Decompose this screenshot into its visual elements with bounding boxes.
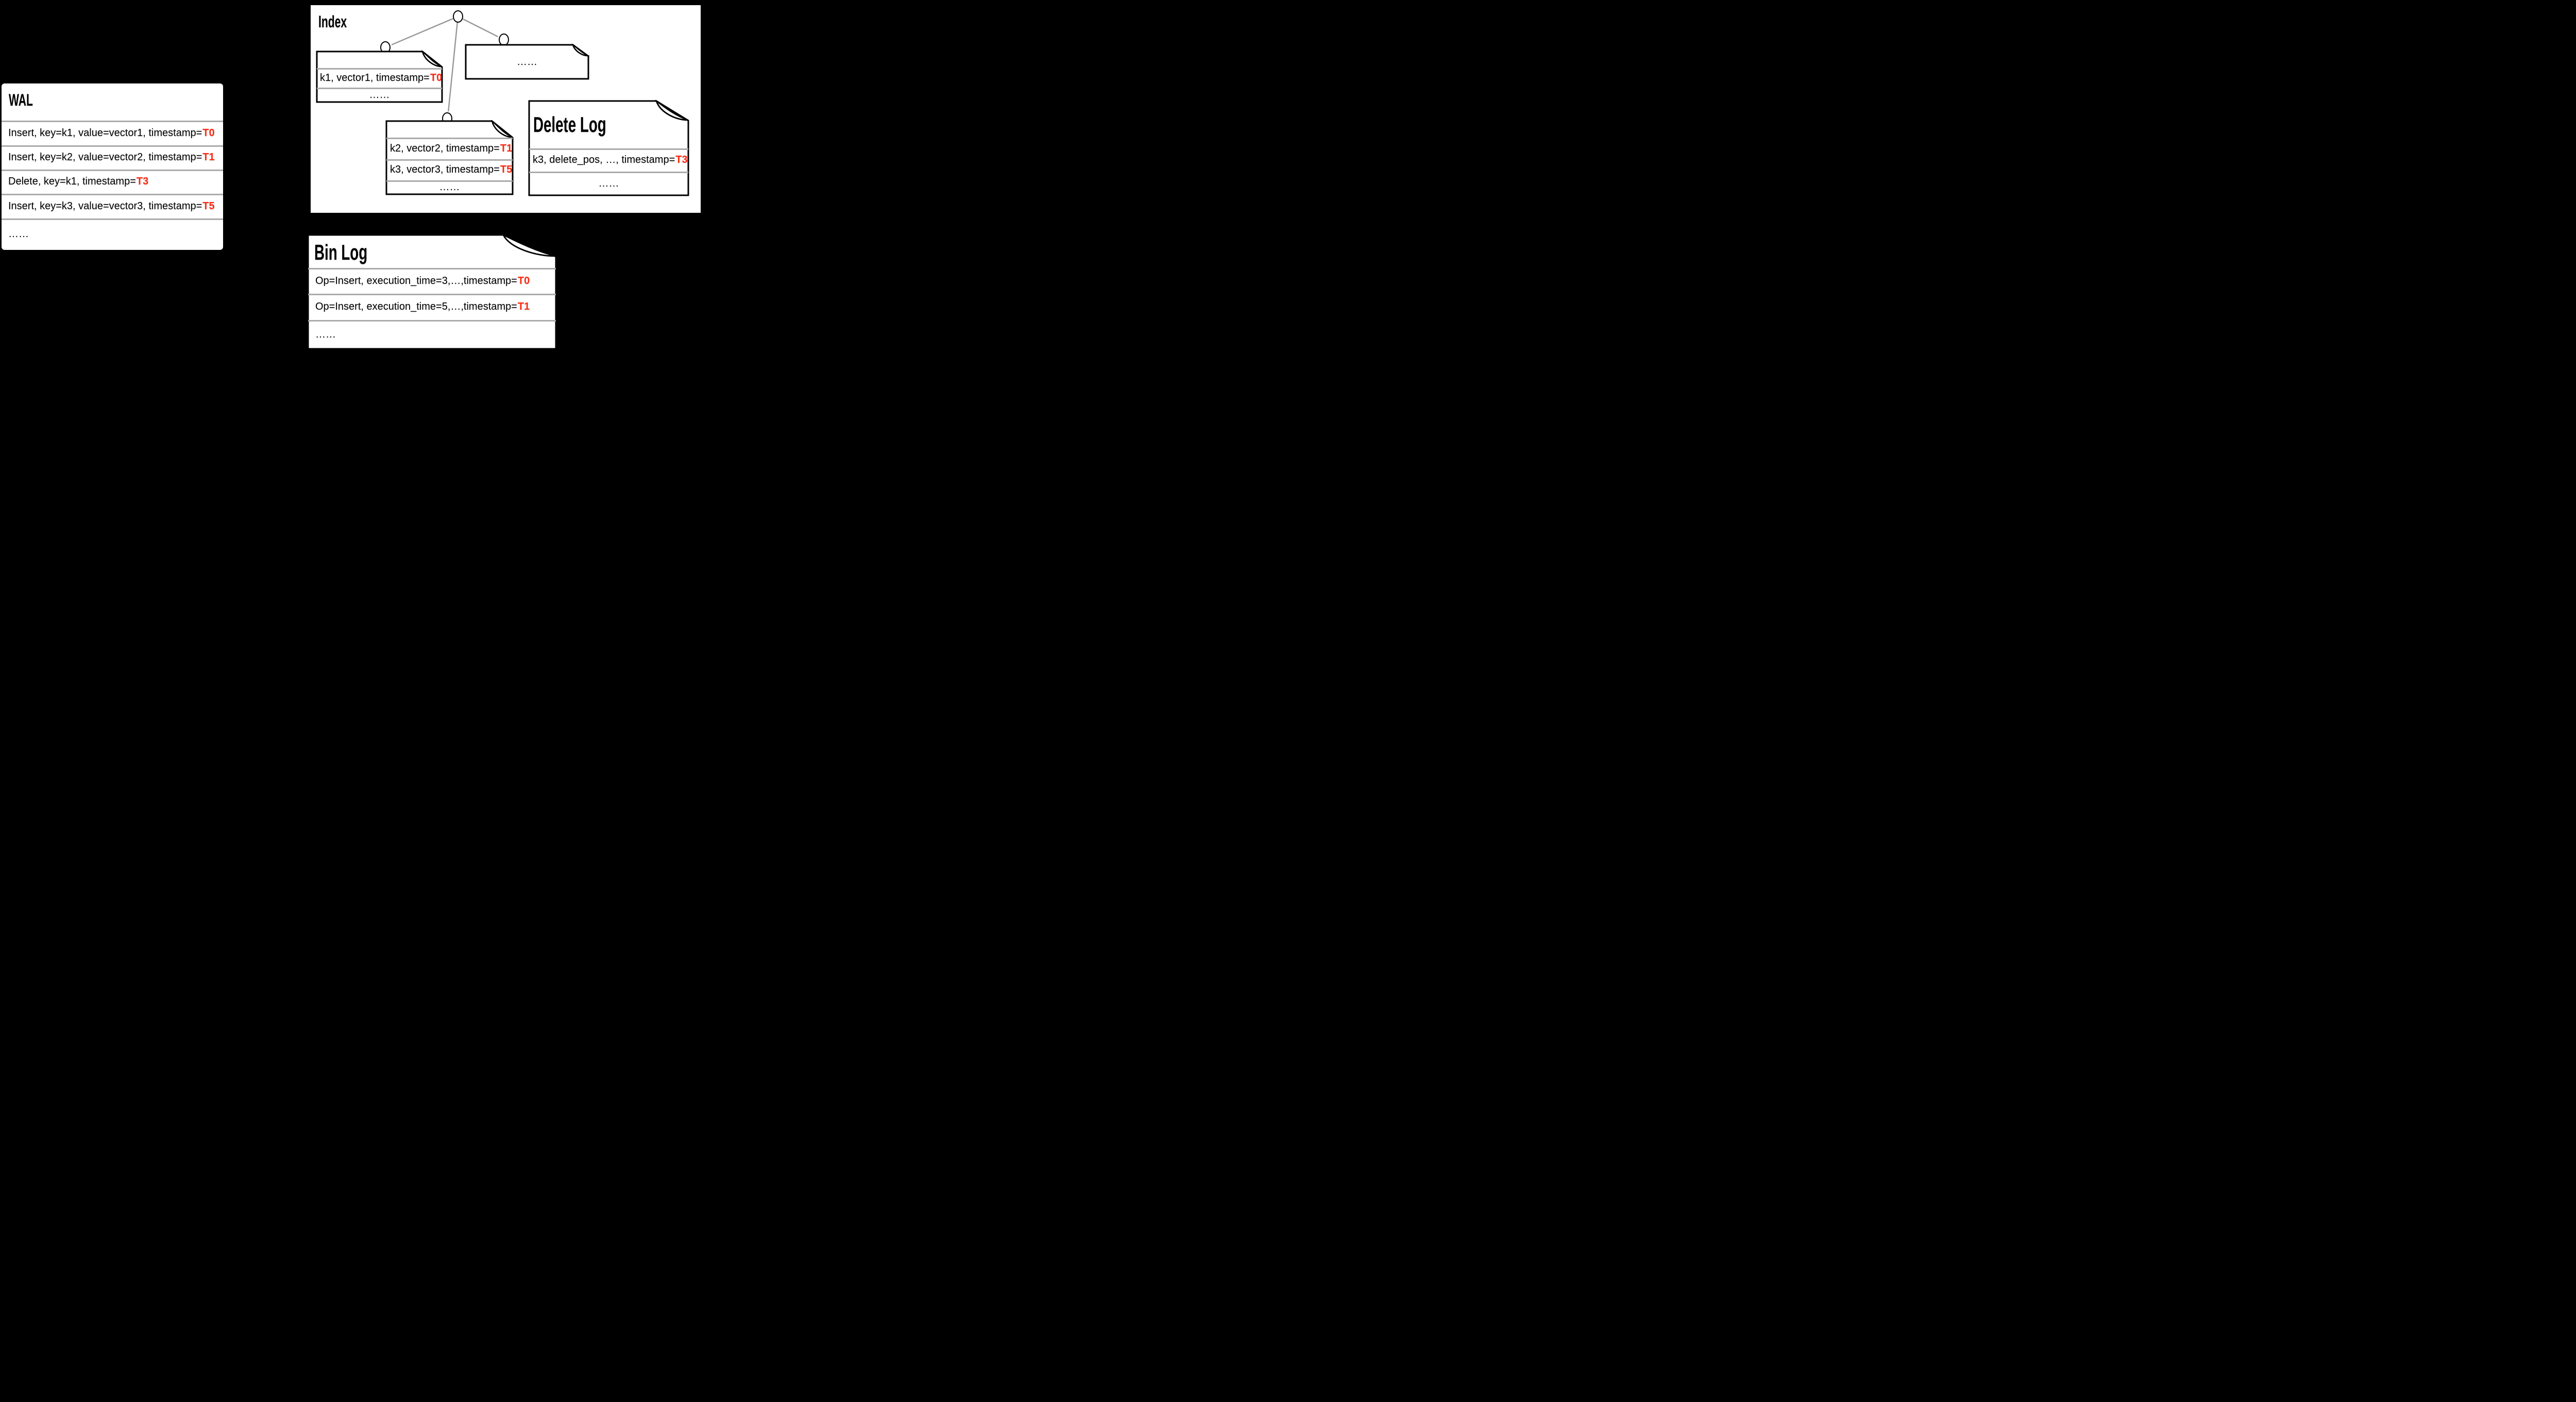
divider [386, 138, 513, 139]
divider [2, 170, 223, 171]
leaf-row: …… [465, 44, 589, 80]
row-text: Insert, key=k1, value=vector1, timestamp… [8, 127, 202, 139]
delete-log-row: …… [528, 172, 689, 195]
page-outline [316, 50, 443, 103]
divider [386, 159, 513, 161]
delete-log-box: Delete Log k3, delete_pos, …, timestamp=… [528, 100, 689, 196]
leaf-row: k2, vector2, timestamp=T1 [385, 138, 514, 159]
row-text: …… [439, 181, 460, 193]
diagram-canvas: WAL Insert, key=k1, value=vector1, times… [0, 0, 704, 350]
timestamp-highlight: T3 [136, 176, 149, 187]
page-fold-corner [421, 50, 442, 67]
wal-row: Insert, key=k1, value=vector1, timestamp… [2, 121, 223, 145]
tree-edge [391, 18, 453, 46]
divider [317, 88, 442, 89]
wal-row: Insert, key=k2, value=vector2, timestamp… [2, 145, 223, 170]
bin-log-box: Bin Log Op=Insert, execution_time=3,…,ti… [307, 234, 557, 350]
page-fold-corner [572, 44, 589, 57]
row-text: k2, vector2, timestamp= [390, 142, 500, 154]
wal-row: Insert, key=k3, value=vector3, timestamp… [2, 194, 223, 218]
page-outline [385, 120, 514, 195]
row-text: k1, vector1, timestamp= [320, 72, 430, 83]
divider [2, 194, 223, 195]
timestamp-highlight: T0 [202, 127, 215, 139]
timestamp-highlight: T3 [675, 154, 688, 165]
page-outline [465, 44, 589, 80]
bin-log-row: Op=Insert, execution_time=3,…,timestamp=… [307, 268, 557, 294]
delete-log-row: k3, delete_pos, …, timestamp=T3 [528, 148, 689, 172]
timestamp-highlight: T1 [202, 151, 215, 163]
page-fold-corner [502, 234, 556, 257]
document-page-shape [465, 44, 589, 80]
leaf-row: …… [385, 180, 514, 194]
leaf-row: k1, vector1, timestamp=T0 [316, 68, 443, 88]
index-leaf-doc-k2k3: k2, vector2, timestamp=T1 k3, vector3, t… [385, 120, 514, 195]
row-text: …… [8, 228, 29, 240]
divider [308, 294, 556, 295]
tree-edge [447, 22, 459, 112]
index-tree [380, 10, 509, 125]
index-leaf-doc-k1: k1, vector1, timestamp=T0 …… [316, 50, 443, 103]
row-text: Op=Insert, execution_time=5,…,timestamp= [315, 301, 517, 312]
row-text: k3, delete_pos, …, timestamp= [533, 154, 675, 165]
divider [2, 218, 223, 220]
row-text: …… [517, 56, 537, 67]
row-text: Delete, key=k1, timestamp= [8, 176, 136, 187]
wal-row: …… [2, 218, 223, 250]
timestamp-highlight: T0 [430, 72, 443, 83]
divider [2, 145, 223, 147]
bin-log-row: Op=Insert, execution_time=5,…,timestamp=… [307, 294, 557, 320]
tree-edge [463, 18, 498, 38]
row-text: Op=Insert, execution_time=3,…,timestamp= [315, 275, 517, 286]
divider [529, 172, 688, 173]
page-fold-corner [491, 120, 513, 138]
leaf-row: k3, vector3, timestamp=T5 [385, 159, 514, 180]
index-title: Index [318, 12, 347, 31]
divider [529, 148, 688, 150]
bin-log-row: …… [307, 320, 557, 349]
delete-log-title: Delete Log [533, 112, 606, 137]
page-fold-corner [655, 100, 688, 121]
divider [317, 68, 442, 70]
row-text: …… [369, 89, 390, 100]
document-page-shape [316, 50, 443, 103]
document-page-shape [385, 120, 514, 195]
wal-row: Delete, key=k1, timestamp=T3 [2, 170, 223, 194]
timestamp-highlight: T5 [202, 200, 215, 212]
wal-box: WAL Insert, key=k1, value=vector1, times… [2, 83, 223, 250]
divider [386, 180, 513, 182]
timestamp-highlight: T5 [500, 164, 513, 175]
row-text: k3, vector3, timestamp= [390, 164, 500, 175]
index-leaf-doc-more: …… [465, 44, 589, 80]
row-text: …… [315, 328, 336, 340]
tree-node-root [453, 10, 463, 23]
wal-title: WAL [9, 91, 33, 109]
row-text: Insert, key=k2, value=vector2, timestamp… [8, 151, 202, 163]
row-text: …… [598, 177, 619, 189]
timestamp-highlight: T1 [500, 142, 513, 154]
leaf-row: …… [316, 88, 443, 102]
divider [308, 320, 556, 322]
row-text: Insert, key=k3, value=vector3, timestamp… [8, 200, 202, 212]
timestamp-highlight: T1 [517, 301, 530, 312]
timestamp-highlight: T0 [517, 275, 530, 286]
divider [308, 268, 556, 269]
bin-log-title: Bin Log [314, 240, 368, 264]
divider [2, 121, 223, 122]
